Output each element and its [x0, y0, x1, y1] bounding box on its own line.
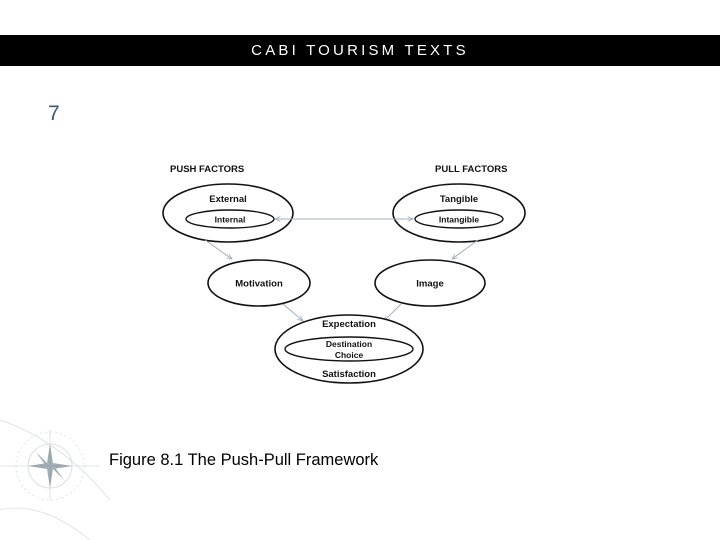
- pull-factors-inner-ellipse: [414, 209, 504, 229]
- header-title: CABI TOURISM TEXTS: [251, 42, 469, 59]
- image-ellipse: [374, 259, 486, 307]
- destination-choice-ellipse: [284, 336, 414, 362]
- destination-label-line2: Choice: [335, 350, 364, 360]
- push-to-motivation-arrow: [204, 239, 232, 259]
- slide-number: 7: [48, 102, 60, 125]
- satisfaction-label: Satisfaction: [322, 369, 376, 380]
- pull-inner-label: Intangible: [439, 215, 479, 225]
- figure-caption: Figure 8.1 The Push-Pull Framework: [109, 451, 379, 469]
- destination-label-line1: Destination: [326, 339, 372, 349]
- motivation-to-expectation-arrow: [282, 303, 303, 321]
- header-bar: CABI TOURISM TEXTS: [0, 35, 720, 66]
- expectation-label: Expectation: [322, 319, 376, 330]
- image-to-expectation-arrow: [384, 303, 402, 321]
- top-margin: [0, 0, 720, 35]
- motivation-label: Motivation: [235, 279, 283, 290]
- push-factors-inner-ellipse: [185, 209, 275, 229]
- pull-factors-heading: PULL FACTORS: [435, 164, 508, 175]
- push-factors-heading: PUSH FACTORS: [170, 164, 244, 175]
- push-inner-label: Internal: [215, 215, 246, 225]
- push-outer-label: External: [209, 194, 247, 205]
- motivation-ellipse: [207, 259, 311, 307]
- image-label: Image: [416, 279, 443, 290]
- pull-to-image-arrow: [452, 239, 479, 259]
- pull-outer-label: Tangible: [440, 194, 478, 205]
